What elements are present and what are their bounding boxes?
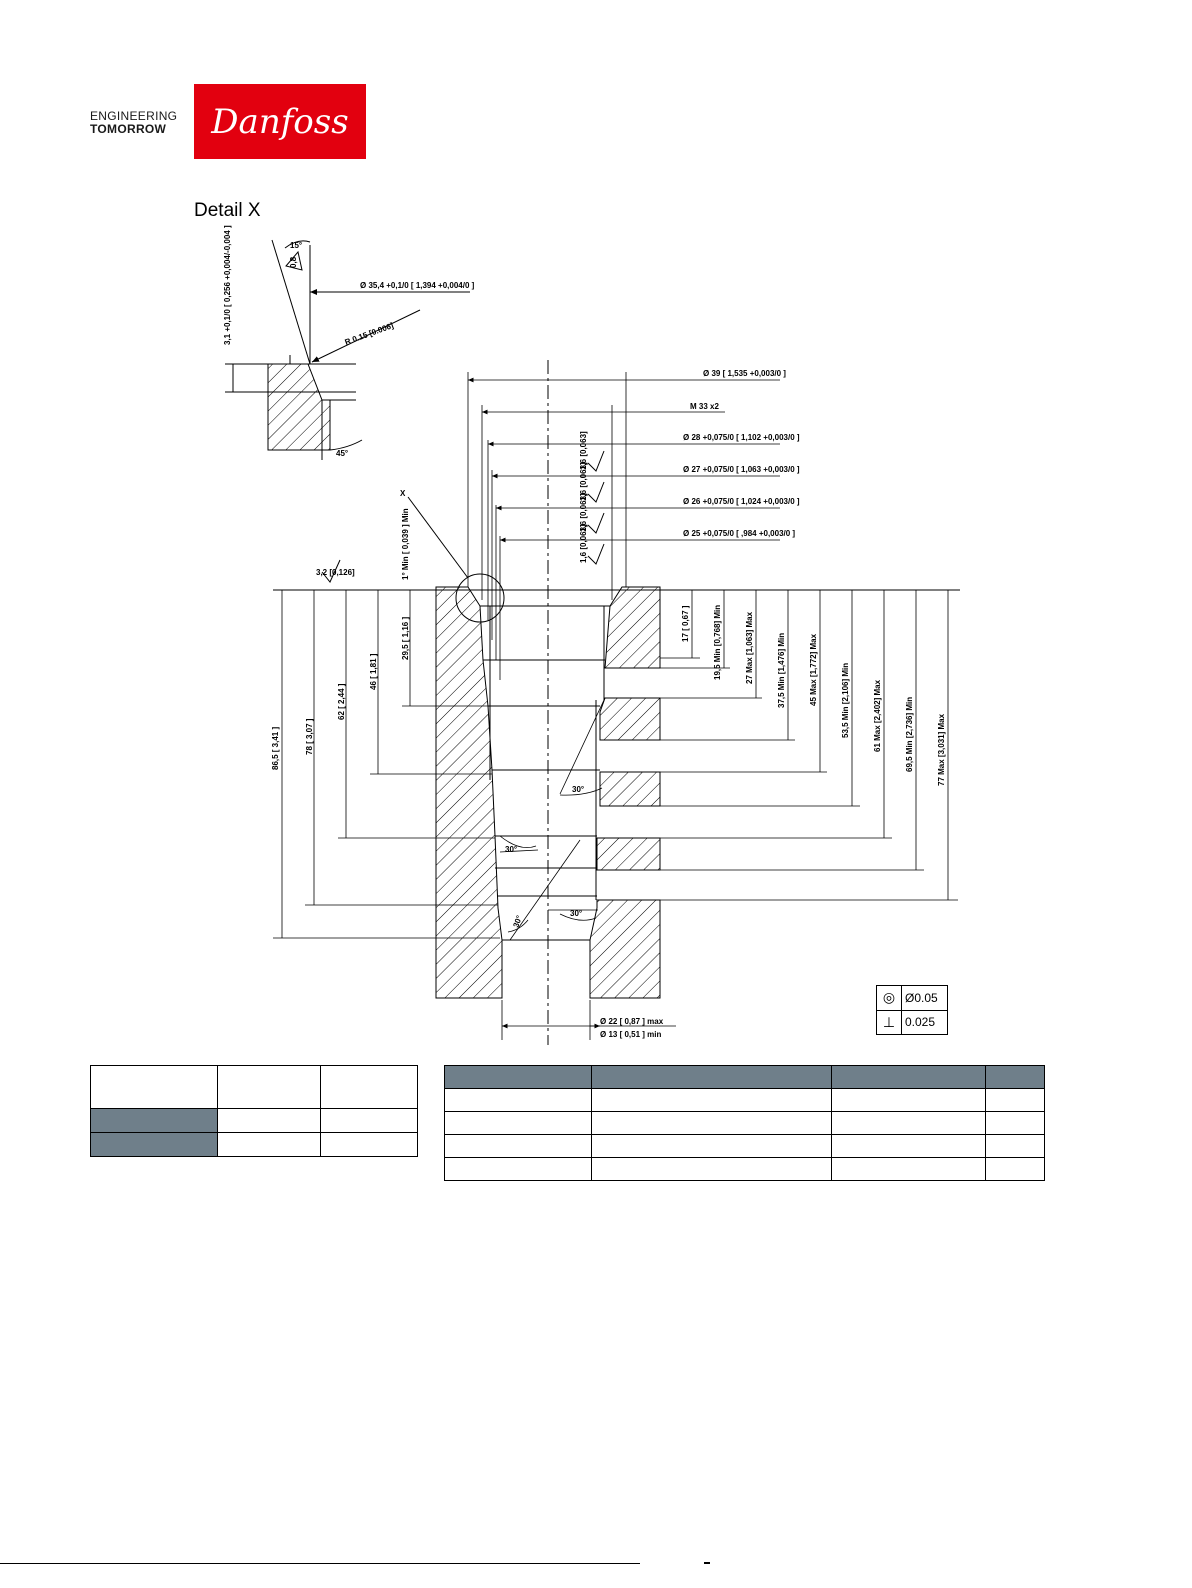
min-chamfer: 1° Min [ 0,039 ] Min <box>401 508 410 580</box>
logo-wordmark: Danfoss <box>211 101 349 142</box>
roughness-2: 1,6 [0,063] <box>579 462 588 501</box>
bottom-dim-lines <box>501 1000 676 1040</box>
table-row <box>90 1132 418 1157</box>
perpendicularity-icon: ⊥ <box>876 1009 902 1035</box>
spec-table-right <box>444 1065 1045 1181</box>
rdepth-61: 61 Max [2,402] Max <box>873 679 882 752</box>
dim-d27: Ø 27 +0,075/0 [ 1,063 +0,003/0 ] <box>683 465 800 474</box>
footer-mark <box>704 1562 710 1564</box>
angle-30-b: 30° <box>505 845 517 854</box>
concentricity-value: Ø0.05 <box>901 985 948 1011</box>
dim-d26: Ø 26 +0,075/0 [ 1,024 +0,003/0 ] <box>683 497 800 506</box>
brand-tagline: ENGINEERING TOMORROW <box>90 110 177 136</box>
detail-dia-label: Ø 35,4 +0,1/0 [ 1,394 +0,004/0 ] <box>360 281 475 290</box>
table-row <box>444 1111 1045 1135</box>
rdepth-69-5: 69,5 Min [2,736] Min <box>905 697 914 772</box>
right-dim-lines <box>660 590 958 901</box>
perpendicularity-value: 0.025 <box>901 1009 948 1035</box>
roughness-symbols <box>321 450 605 583</box>
dim-d28: Ø 28 +0,075/0 [ 1,102 +0,003/0 ] <box>683 433 800 442</box>
detail-depth-label: 3,1 +0,1/0 [ 0,256 +0,004/-0,004 ] <box>223 225 232 345</box>
roughness-1: 1,6 [0,063] <box>579 431 588 470</box>
port-section <box>273 360 960 1045</box>
depth-46: 46 [ 1,81 ] <box>369 653 378 690</box>
angle-30-d: 30° <box>511 914 524 928</box>
bottom-dia-22: Ø 22 [ 0,87 ] max <box>600 1017 664 1026</box>
detail-title: Detail X <box>194 200 261 221</box>
rdepth-19-5: 19,5 Min [0,768] Min <box>713 605 722 680</box>
detail-x-view <box>225 239 470 460</box>
left-dim-lines <box>273 590 500 939</box>
danfoss-logo: Danfoss <box>194 84 366 159</box>
tolerance-frame: ◎ Ø0.05 ⊥ 0.025 <box>876 985 948 1035</box>
detail-roughness: 0,8 <box>289 256 298 268</box>
footer-rule <box>0 1563 640 1564</box>
table-row <box>90 1108 418 1133</box>
bottom-dia-13: Ø 13 [ 0,51 ] min <box>600 1030 661 1039</box>
table-row <box>444 1134 1045 1158</box>
detail-radius-label: R 0.15 [0.006] <box>344 321 395 347</box>
angle-45: 45° <box>336 449 348 458</box>
angle-30-c: 30° <box>570 909 582 918</box>
depth-29-5: 29,5 [ 1,16 ] <box>401 617 410 660</box>
depth-78: 78 [ 3,07 ] <box>305 718 314 755</box>
rdepth-17: 17 [ 0,67 ] <box>681 605 690 642</box>
tagline-line2: TOMORROW <box>90 122 167 136</box>
concentricity-icon: ◎ <box>876 985 902 1011</box>
table-row <box>90 1065 418 1109</box>
rdepth-77: 77 Max [3,031] Max <box>937 713 946 786</box>
rdepth-53-5: 53,5 Min [2,106] Min <box>841 663 850 738</box>
table-row <box>444 1088 1045 1112</box>
table-header-row <box>444 1065 1045 1089</box>
rdepth-27: 27 Max [1,063] Max <box>745 611 754 684</box>
roughness-4: 1,6 [0,063] <box>579 524 588 563</box>
tagline-line1: ENGINEERING <box>90 109 178 123</box>
x-marker: X <box>400 489 406 498</box>
spec-table-left <box>90 1065 418 1157</box>
depth-62: 62 [ 2,44 ] <box>337 683 346 720</box>
depth-86-5: 86,5 [ 3,41 ] <box>271 727 280 770</box>
face-roughness: 3,2 [0,126] <box>316 568 355 577</box>
angle-30-a: 30° <box>572 785 584 794</box>
dim-m33: M 33 x2 <box>690 402 719 411</box>
top-dim-lines <box>467 372 780 680</box>
roughness-3: 1,6 [0,063] <box>579 493 588 532</box>
dim-d39: Ø 39 [ 1,535 +0,003/0 ] <box>703 369 786 378</box>
rdepth-37-5: 37,5 Min [1,476] Min <box>777 633 786 708</box>
angle-15: 15° <box>290 241 302 250</box>
table-row <box>444 1157 1045 1181</box>
dim-d25: Ø 25 +0,075/0 [ ,984 +0,003/0 ] <box>683 529 795 538</box>
rdepth-45: 45 Max [1,772] Max <box>809 633 818 706</box>
angle-leaders <box>499 699 605 941</box>
